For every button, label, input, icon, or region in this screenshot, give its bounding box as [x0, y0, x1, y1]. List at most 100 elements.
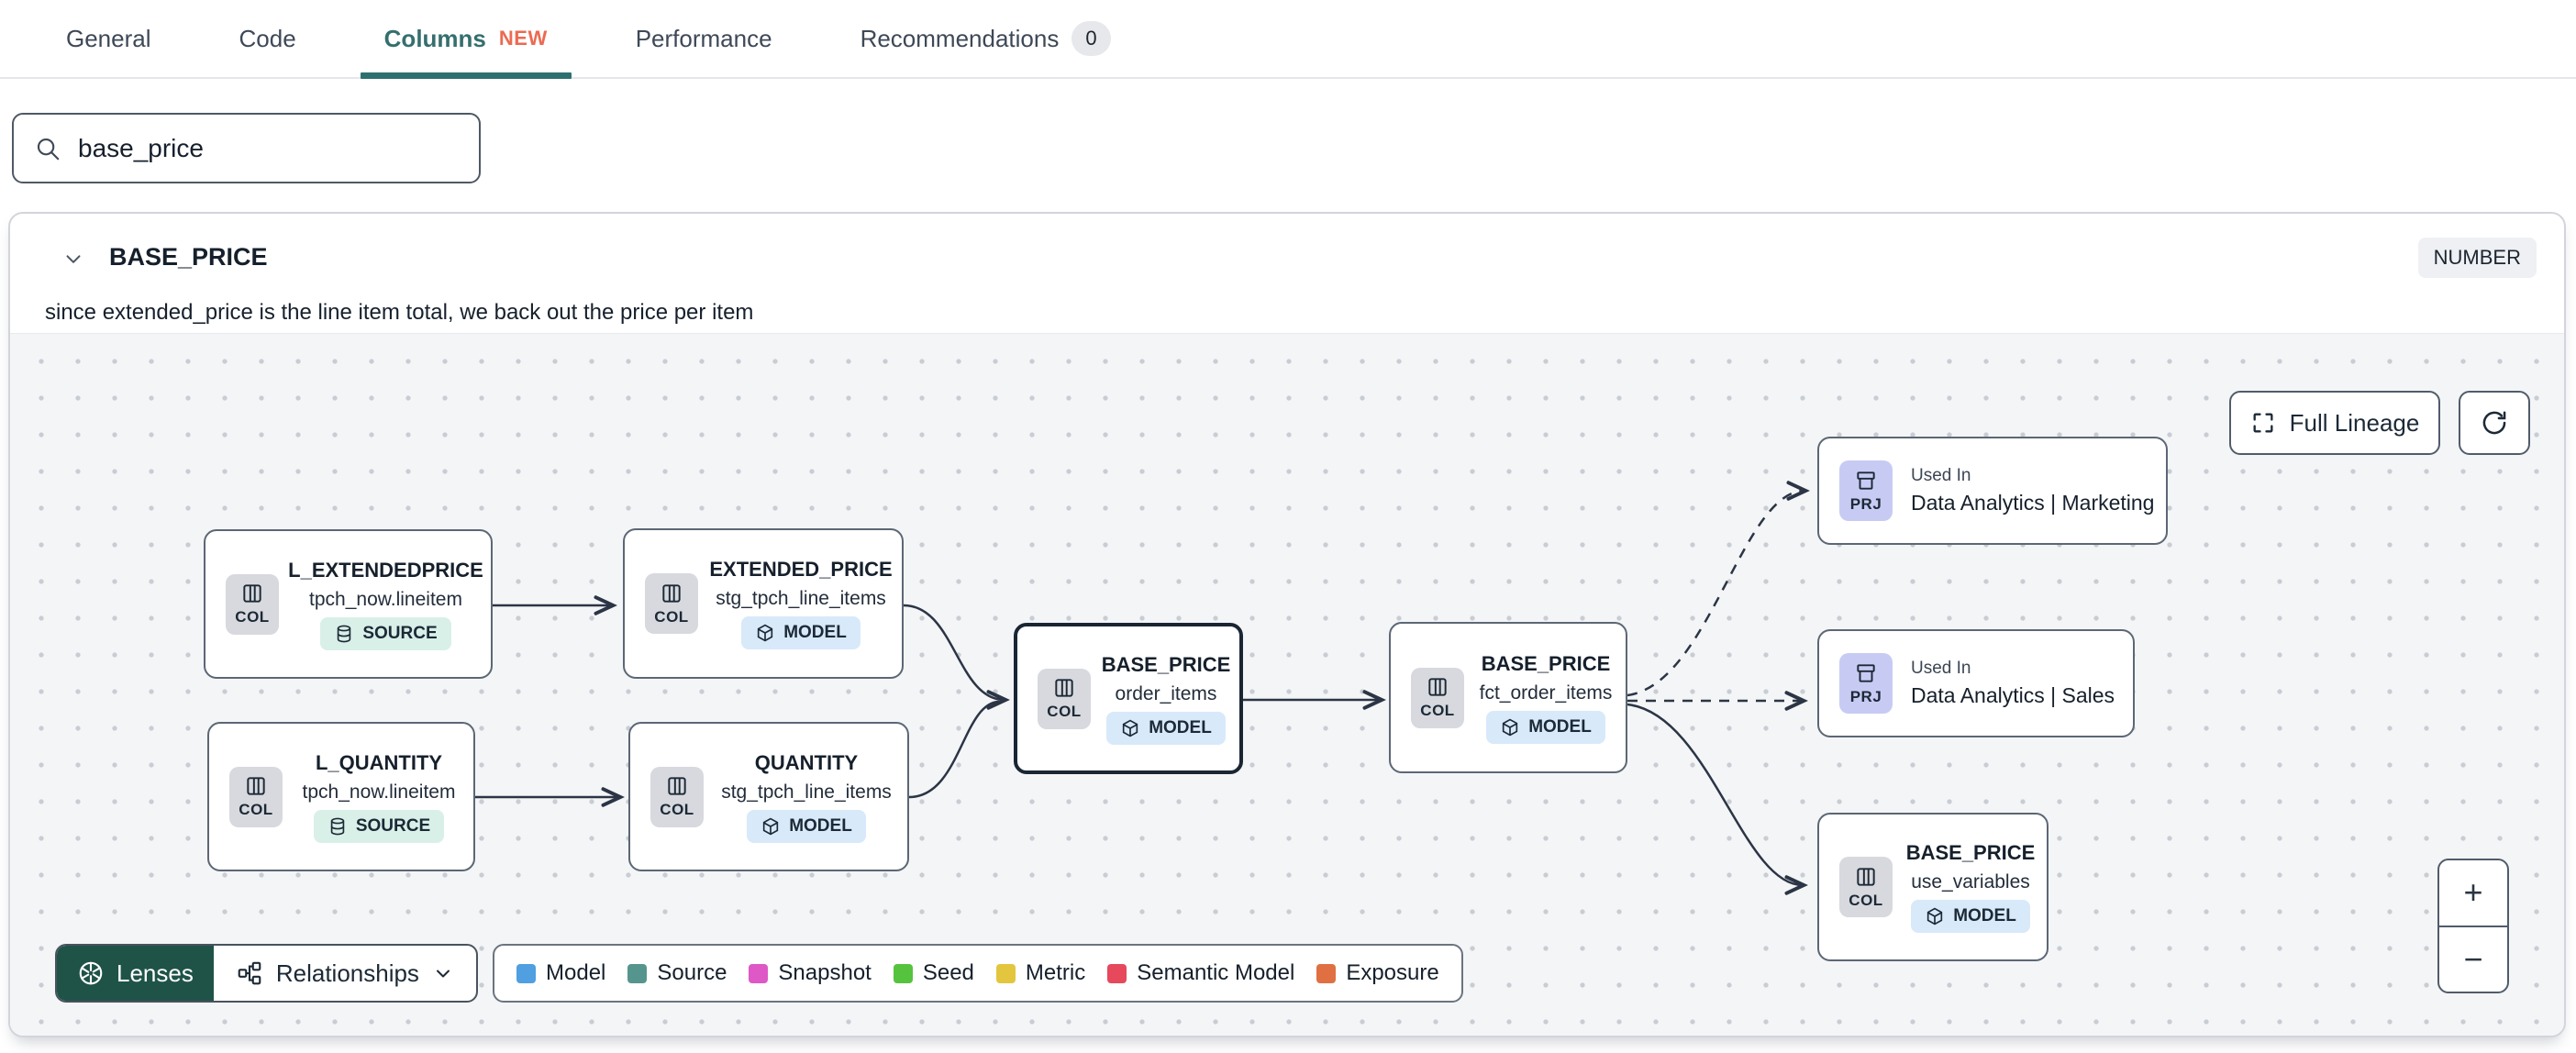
node-kicker: Used In: [1911, 466, 1971, 485]
chevron-down-icon[interactable]: [61, 247, 85, 271]
database-icon: [330, 817, 345, 835]
cube-icon: [1503, 718, 1518, 736]
full-lineage-button[interactable]: Full Lineage: [2229, 391, 2440, 455]
legend-item-metric: Metric: [995, 960, 1086, 986]
node-body: BASE_PRICE fct_order_items MODEL: [1480, 651, 1612, 744]
node-body: L_QUANTITY tpch_now.lineitem SOURCE: [301, 751, 457, 843]
node-subtitle: stg_tpch_line_items: [716, 588, 886, 609]
legend-item-exposure: Exposure: [1316, 960, 1439, 986]
legend-label: Exposure: [1346, 960, 1439, 985]
metric-swatch: [995, 963, 1016, 983]
tab-recommendations[interactable]: Recommendations 0: [861, 0, 1111, 77]
seed-swatch: [893, 963, 913, 983]
node-title: BASE_PRICE: [1101, 652, 1231, 676]
resource-badge: SOURCE: [320, 616, 451, 650]
lineage-node-l-quantity[interactable]: COL L_QUANTITY tpch_now.lineitem SOURCE: [207, 722, 475, 871]
tab-label: General: [66, 24, 151, 52]
column-chip: COL: [226, 573, 279, 635]
node-title: Data Analytics | Marketing: [1911, 491, 2155, 515]
full-lineage-label: Full Lineage: [2289, 408, 2420, 437]
columns-icon: [243, 584, 261, 603]
lineage-node-l-extendedprice[interactable]: COL L_EXTENDEDPRICE tpch_now.lineitem SO…: [204, 529, 493, 679]
lenses-label: Lenses: [117, 959, 194, 987]
lineage-node-quantity[interactable]: COL QUANTITY stg_tpch_line_items MODEL: [628, 722, 909, 871]
badge-label: MODEL: [789, 815, 852, 836]
tab-label: Columns: [383, 24, 486, 52]
legend-label: Seed: [922, 960, 974, 985]
node-subtitle: order_items: [1115, 682, 1217, 704]
node-body: Used In Data Analytics | Sales: [1911, 659, 2116, 708]
resource-legend: Model Source Snapshot Seed Metric Semant…: [493, 944, 1463, 1003]
lineage-node-used-in-sales[interactable]: PRJ Used In Data Analytics | Sales: [1817, 629, 2135, 737]
tab-columns[interactable]: Columns NEW: [360, 0, 572, 79]
badge-label: MODEL: [1528, 716, 1592, 737]
search-input[interactable]: [78, 133, 459, 163]
legend-item-semantic-model: Semantic Model: [1107, 960, 1294, 986]
lineage-node-base-price-fct-order-items[interactable]: COL BASE_PRICE fct_order_items MODEL: [1389, 622, 1627, 773]
chip-label: COL: [654, 607, 689, 626]
node-body: EXTENDED_PRICE stg_tpch_line_items MODEL: [709, 558, 893, 649]
aperture-icon: [79, 961, 103, 985]
node-body: L_EXTENDEDPRICE tpch_now.lineitem SOURCE: [288, 559, 483, 650]
columns-icon: [662, 583, 681, 603]
tab-performance[interactable]: Performance: [636, 0, 772, 77]
semantic-model-swatch: [1107, 963, 1127, 983]
resource-badge: SOURCE: [313, 809, 445, 843]
project-chip: PRJ: [1839, 653, 1893, 714]
lineage-canvas[interactable]: COL L_EXTENDEDPRICE tpch_now.lineitem SO…: [10, 333, 2564, 1036]
count-badge: 0: [1071, 21, 1111, 56]
legend-label: Semantic Model: [1137, 960, 1295, 985]
columns-icon: [1055, 679, 1073, 697]
columns-icon: [1857, 867, 1875, 886]
lineage-edges: [475, 481, 1810, 895]
zoom-out-button[interactable]: −: [2439, 925, 2507, 992]
lineage-node-extended-price[interactable]: COL EXTENDED_PRICE stg_tpch_line_items M…: [623, 528, 904, 679]
resource-badge: MODEL: [747, 809, 866, 843]
chip-label: COL: [239, 801, 273, 818]
source-swatch: [627, 963, 648, 983]
chip-label: COL: [1849, 891, 1883, 909]
column-name: BASE_PRICE: [109, 243, 268, 271]
relationships-label: Relationships: [275, 959, 419, 987]
badge-label: MODEL: [783, 623, 847, 642]
column-chip: COL: [1038, 668, 1091, 729]
cube-icon: [1123, 719, 1138, 737]
column-chip: COL: [1411, 667, 1464, 728]
refresh-icon: [2482, 411, 2506, 435]
cube-icon: [763, 817, 779, 835]
lineage-node-base-price-use-variables[interactable]: COL BASE_PRICE use_variables MODEL: [1817, 813, 2049, 961]
cube-icon: [758, 624, 773, 642]
legend-item-seed: Seed: [893, 960, 974, 986]
resource-badge: MODEL: [1106, 711, 1226, 745]
tab-general[interactable]: General: [66, 0, 151, 77]
archive-icon: [1857, 471, 1875, 490]
tab-label: Performance: [635, 24, 772, 52]
node-body: BASE_PRICE order_items MODEL: [1102, 653, 1230, 745]
resource-badge: MODEL: [1486, 710, 1605, 744]
column-search: [12, 113, 481, 183]
chip-label: COL: [660, 801, 694, 818]
column-chip: COL: [650, 766, 704, 827]
node-title: EXTENDED_PRICE: [709, 558, 893, 581]
legend-label: Metric: [1025, 960, 1086, 985]
node-subtitle: stg_tpch_line_items: [721, 781, 892, 803]
column-chip: COL: [1839, 857, 1893, 917]
node-subtitle: tpch_now.lineitem: [309, 588, 462, 610]
columns-icon: [668, 777, 686, 795]
lenses-button[interactable]: Lenses: [57, 946, 214, 1001]
zoom-in-button[interactable]: +: [2463, 873, 2483, 912]
node-title: BASE_PRICE: [1481, 651, 1611, 675]
tab-label: Code: [239, 24, 296, 52]
tab-code[interactable]: Code: [239, 0, 296, 77]
badge-label: SOURCE: [362, 623, 438, 643]
badge-label: MODEL: [1953, 906, 2016, 926]
search-icon: [34, 135, 61, 162]
refresh-button[interactable]: [2459, 391, 2530, 455]
columns-icon: [247, 777, 265, 795]
lineage-node-base-price-order-items[interactable]: COL BASE_PRICE order_items MODEL: [1014, 623, 1243, 774]
database-icon: [338, 625, 351, 642]
node-body: Used In Data Analytics | Marketing: [1911, 466, 2154, 515]
relationships-dropdown[interactable]: Relationships: [214, 946, 476, 1001]
node-subtitle: tpch_now.lineitem: [302, 781, 456, 803]
lineage-node-used-in-marketing[interactable]: PRJ Used In Data Analytics | Marketing: [1817, 437, 2168, 545]
